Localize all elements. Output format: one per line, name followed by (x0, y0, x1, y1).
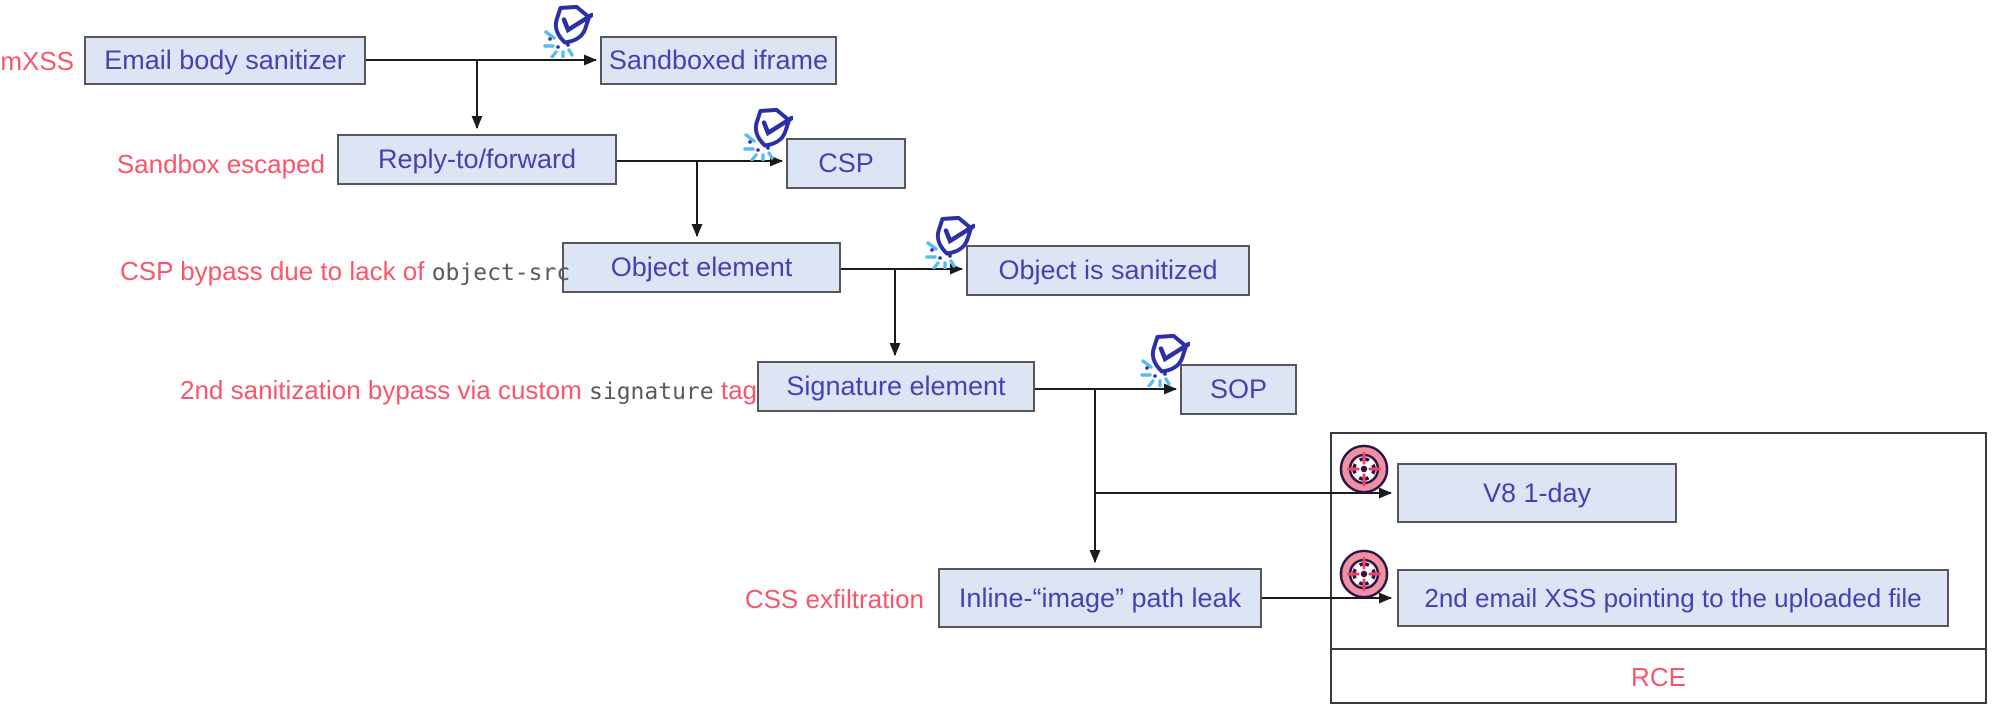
node-reply-to-forward: Reply-to/forward (337, 134, 617, 185)
annotation-sandbox-escaped: Sandbox escaped (116, 149, 325, 179)
shield-check-broken-icon (925, 215, 975, 269)
node-v8-1-day: V8 1-day (1397, 463, 1677, 523)
node-object-is-sanitized: Object is sanitized (966, 245, 1250, 296)
annotation-mxss: mXSS (0, 46, 74, 76)
node-inline-image-path-leak: Inline-“image” path leak (938, 568, 1262, 628)
target-icon (1339, 549, 1389, 599)
target-icon (1339, 444, 1389, 494)
rce-divider (1332, 648, 1985, 650)
annotation-css-exfiltration: CSS exfiltration (744, 584, 924, 614)
shield-check-broken-icon (543, 4, 593, 58)
node-sop: SOP (1180, 364, 1297, 415)
code-signature: signature (589, 379, 714, 405)
node-email-body-sanitizer: Email body sanitizer (84, 36, 366, 85)
shield-check-broken-icon (743, 107, 793, 161)
node-2nd-email-xss: 2nd email XSS pointing to the uploaded f… (1397, 569, 1949, 627)
node-object-element: Object element (562, 242, 841, 293)
node-signature-element: Signature element (757, 361, 1035, 412)
node-csp: CSP (786, 138, 906, 189)
rce-label: RCE (1631, 662, 1686, 692)
shield-check-broken-icon (1140, 333, 1190, 387)
annotation-csp-bypass: CSP bypass due to lack of object-src (120, 256, 571, 286)
annotation-2nd-sanitization-bypass: 2nd sanitization bypass via custom signa… (180, 375, 757, 405)
node-sandboxed-iframe: Sandboxed iframe (600, 36, 837, 85)
code-object-src: object-src (431, 260, 571, 286)
